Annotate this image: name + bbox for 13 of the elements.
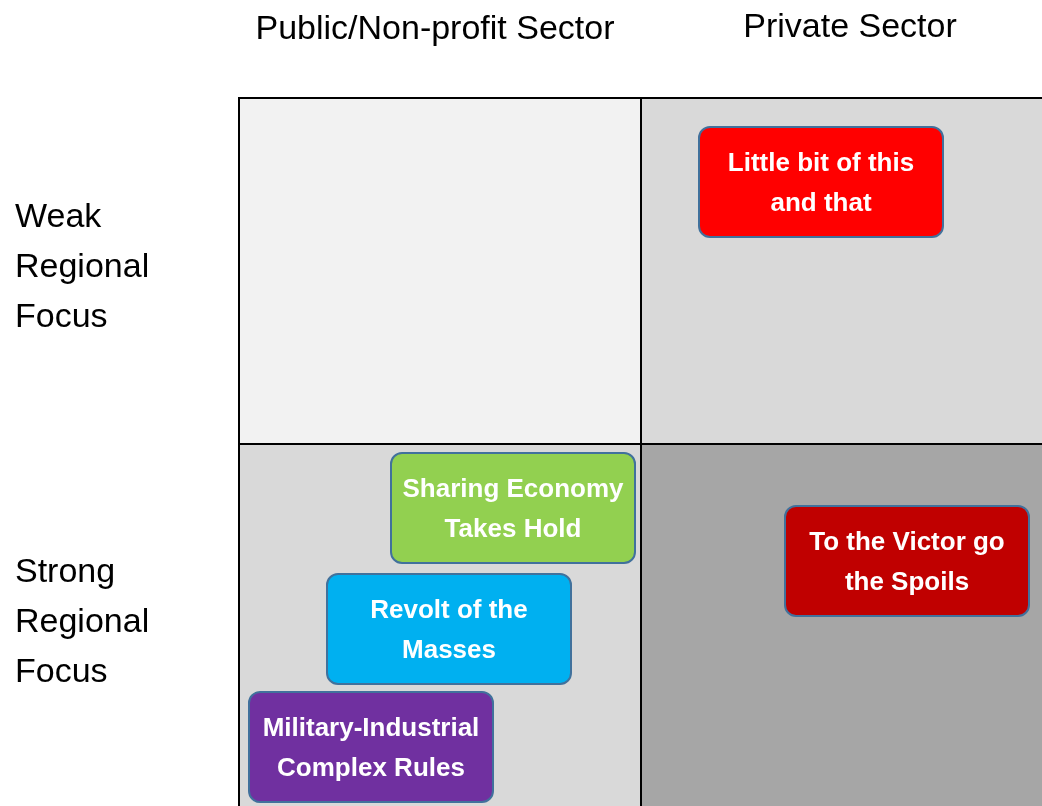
scenario-box: Sharing Economy Takes Hold bbox=[390, 452, 636, 564]
quadrant-panel bbox=[640, 97, 1042, 445]
scenario-box: To the Victor go the Spoils bbox=[784, 505, 1030, 617]
quadrant-panel bbox=[238, 97, 642, 445]
scenario-box: Revolt of the Masses bbox=[326, 573, 572, 685]
row-heading: Strong Regional Focus bbox=[15, 550, 151, 691]
scenario-box: Little bit of this and that bbox=[698, 126, 944, 238]
column-heading: Private Sector bbox=[742, 5, 958, 46]
quadrant-panel bbox=[238, 443, 642, 806]
row-heading: Weak Regional Focus bbox=[15, 195, 151, 336]
column-heading: Public/Non-profit Sector bbox=[254, 7, 616, 48]
quadrant-panel bbox=[640, 443, 1042, 806]
scenario-box: Military-Industrial Complex Rules bbox=[248, 691, 494, 803]
